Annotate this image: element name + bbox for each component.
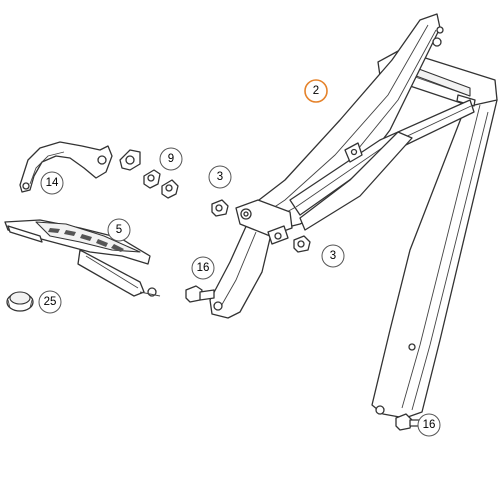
callout-14[interactable]: 14 bbox=[40, 171, 64, 195]
rear-subframe bbox=[209, 13, 498, 419]
callout-25-label: 25 bbox=[44, 296, 57, 308]
callout-16-right-label: 16 bbox=[423, 419, 436, 431]
heat-shield-plate bbox=[4, 219, 161, 297]
callout-16-left[interactable]: 16 bbox=[191, 256, 215, 280]
callout-9[interactable]: 9 bbox=[159, 147, 183, 171]
callout-3-lower-label: 3 bbox=[330, 250, 336, 262]
callout-5[interactable]: 5 bbox=[107, 218, 131, 242]
callout-2[interactable]: 2 bbox=[304, 79, 328, 103]
callout-2-label: 2 bbox=[313, 85, 319, 97]
seat-bracket bbox=[19, 141, 141, 193]
callout-3-upper[interactable]: 3 bbox=[208, 165, 232, 189]
callout-3-lower[interactable]: 3 bbox=[321, 244, 345, 268]
callout-9-label: 9 bbox=[168, 153, 174, 165]
rubber-grommet bbox=[6, 291, 34, 312]
callout-25[interactable]: 25 bbox=[38, 290, 62, 314]
callout-16-right[interactable]: 16 bbox=[417, 413, 441, 437]
callout-3-upper-label: 3 bbox=[217, 171, 223, 183]
callout-14-label: 14 bbox=[46, 177, 59, 189]
callout-5-label: 5 bbox=[116, 224, 122, 236]
callout-16-left-label: 16 bbox=[197, 262, 210, 274]
